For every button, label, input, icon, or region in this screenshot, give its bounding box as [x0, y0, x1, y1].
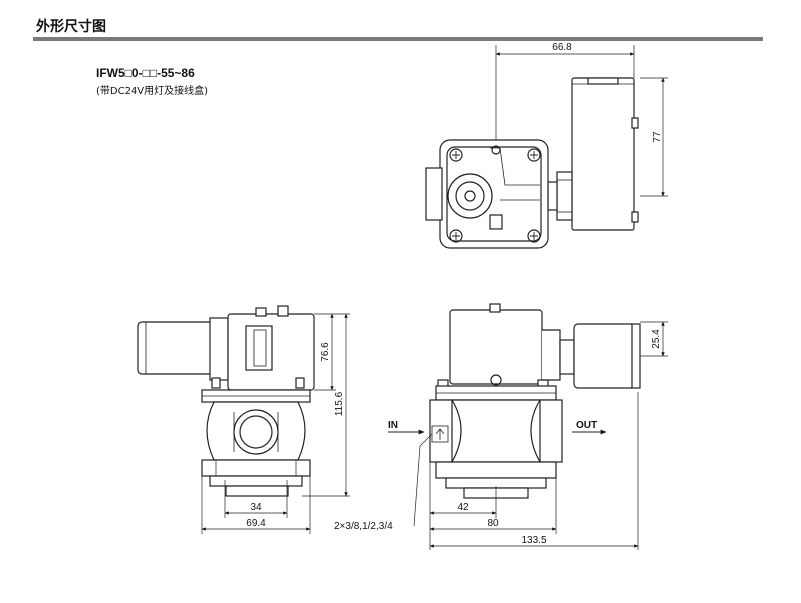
dim-66-8: 66.8 — [552, 42, 572, 53]
dim-69-4: 69.4 — [246, 518, 266, 529]
dim-76-6: 76.6 — [320, 342, 331, 362]
dim-25-4: 25.4 — [651, 329, 662, 349]
top-dimensions — [495, 45, 668, 197]
dim-77: 77 — [652, 131, 663, 143]
dim-115-6: 115.6 — [334, 391, 345, 416]
left-view — [137, 305, 315, 497]
dim-34: 34 — [250, 502, 262, 513]
dim-133-5: 133.5 — [521, 535, 546, 546]
flow-in-label: IN — [388, 420, 398, 431]
left-dimensions — [201, 313, 350, 534]
model-number: IFW5□0-□□-55~86 — [96, 66, 195, 80]
right-view — [429, 303, 641, 499]
flow-out-label: OUT — [576, 420, 597, 431]
right-dimensions — [429, 321, 668, 550]
port-size-label: 2×3/8,1/2,3/4 — [334, 521, 393, 532]
section-title: 外形尺寸图 — [36, 19, 106, 35]
top-view — [425, 77, 639, 249]
port-leader — [413, 433, 433, 527]
title-rule — [33, 37, 763, 41]
model-note: (带DC24V用灯及接线盒) — [96, 86, 209, 97]
dim-80: 80 — [487, 518, 499, 529]
dim-42: 42 — [457, 502, 469, 513]
